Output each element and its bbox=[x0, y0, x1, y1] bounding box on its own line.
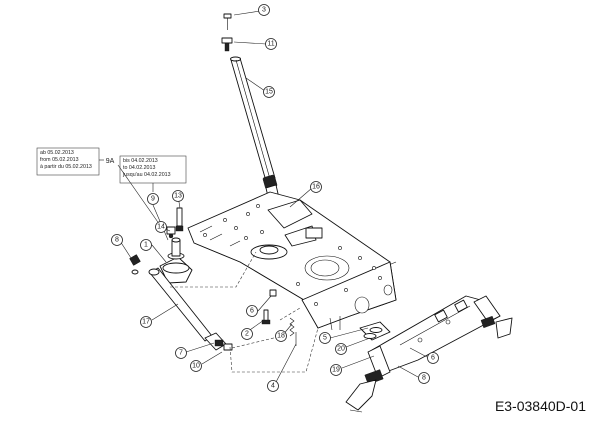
steering-rod bbox=[148, 267, 233, 351]
top-bolt bbox=[221, 13, 233, 52]
callout-9: 9 bbox=[147, 193, 159, 205]
callout-10-label: 10 bbox=[192, 363, 200, 370]
note-from-fr: à partir du 05.02.2013 bbox=[40, 164, 92, 170]
nut-6 bbox=[269, 289, 277, 297]
note-from-de: ab 05.02.2013 bbox=[40, 150, 74, 156]
note-box-from bbox=[36, 147, 100, 176]
callout-16-label: 16 bbox=[312, 184, 320, 191]
callout-20: 20 bbox=[335, 343, 347, 355]
spindle-right bbox=[473, 295, 513, 339]
callout-1: 1 bbox=[140, 239, 152, 251]
callout-5-label: 5 bbox=[323, 335, 327, 342]
note-from-date: ab 05.02.2013 from 05.02.2013 à partir d… bbox=[40, 150, 92, 171]
callout-11: 11 bbox=[265, 38, 277, 50]
callout-8-left: 8 bbox=[111, 234, 123, 246]
callout-3-label: 3 bbox=[262, 7, 266, 14]
callout-2-label: 2 bbox=[245, 331, 249, 338]
callout-8-right-label: 8 bbox=[422, 375, 426, 382]
note-until-fr: jusqu'au 04.02.2013 bbox=[123, 172, 171, 178]
callout-19-label: 19 bbox=[332, 367, 340, 374]
callout-14: 14 bbox=[155, 221, 167, 233]
drawing-number: E3-03840D-01 bbox=[494, 398, 586, 414]
note-until-en: to 04.02.2013 bbox=[123, 165, 156, 171]
chassis-frame bbox=[187, 191, 397, 331]
callout-13: 13 bbox=[172, 190, 184, 202]
callout-17-label: 17 bbox=[142, 319, 150, 326]
callout-7: 7 bbox=[175, 347, 187, 359]
callout-10: 10 bbox=[190, 360, 202, 372]
bolt-13 bbox=[175, 207, 184, 232]
callout-20-label: 20 bbox=[337, 346, 345, 353]
chassis-holes bbox=[203, 204, 382, 306]
callout-14-label: 14 bbox=[157, 224, 165, 231]
callout-19: 19 bbox=[330, 364, 342, 376]
washer-20 bbox=[363, 333, 377, 339]
callout-9-label: 9 bbox=[151, 196, 155, 203]
bushing-14 bbox=[166, 226, 176, 239]
nut-8-left bbox=[129, 254, 141, 275]
callout-5: 5 bbox=[319, 332, 331, 344]
callout-18: 18 bbox=[275, 330, 287, 342]
steering-column bbox=[230, 56, 280, 202]
callout-6-lower-label: 6 bbox=[431, 355, 435, 362]
callout-6-upper: 6 bbox=[246, 305, 258, 317]
callout-17: 17 bbox=[140, 316, 152, 328]
callout-1-label: 1 bbox=[144, 242, 148, 249]
callout-18-label: 18 bbox=[277, 333, 285, 340]
assembly-lines bbox=[170, 251, 319, 373]
steering-sector bbox=[159, 237, 193, 284]
callout-2: 2 bbox=[241, 328, 253, 340]
note-leaders bbox=[99, 159, 163, 229]
note-from-en: from 05.02.2013 bbox=[40, 157, 79, 163]
variant-label-9a: 9A bbox=[106, 158, 115, 165]
callout-8-left-label: 8 bbox=[115, 237, 119, 244]
callout-4-label: 4 bbox=[271, 383, 275, 390]
callout-16: 16 bbox=[310, 181, 322, 193]
callout-11-label: 11 bbox=[267, 41, 274, 48]
callout-7-label: 7 bbox=[179, 350, 183, 357]
callout-8-right: 8 bbox=[418, 372, 430, 384]
callout-6-lower: 6 bbox=[427, 352, 439, 364]
bolt-2 bbox=[261, 309, 271, 325]
callout-13-label: 13 bbox=[174, 193, 182, 200]
callout-4: 4 bbox=[267, 380, 279, 392]
note-box-until bbox=[119, 155, 187, 184]
callout-15-label: 15 bbox=[265, 89, 273, 96]
spring-18 bbox=[289, 317, 295, 337]
callout-6-upper-label: 6 bbox=[250, 308, 254, 315]
spindle-left bbox=[345, 345, 391, 413]
callout-15: 15 bbox=[263, 86, 275, 98]
note-until-de: bis 04.02.2013 bbox=[123, 158, 158, 164]
note-until-date: bis 04.02.2013 to 04.02.2013 jusqu'au 04… bbox=[123, 158, 171, 179]
callout-3: 3 bbox=[258, 4, 270, 16]
